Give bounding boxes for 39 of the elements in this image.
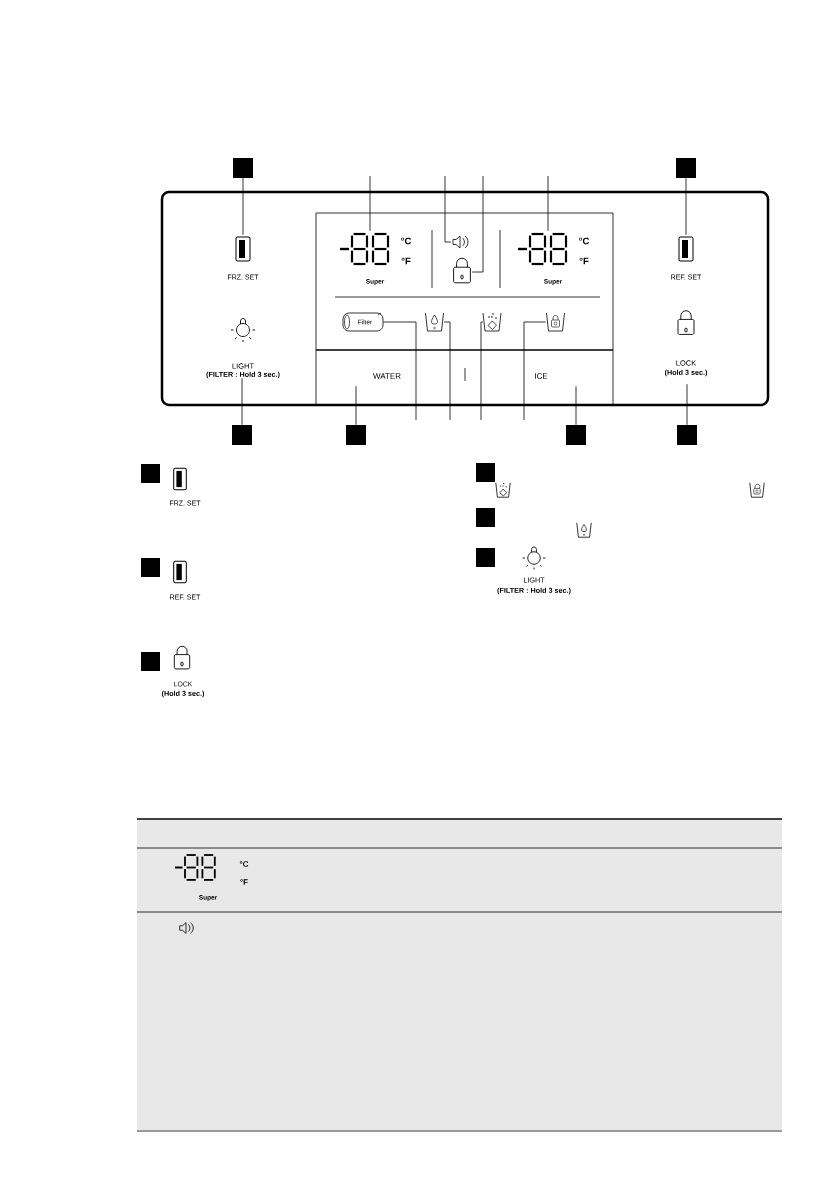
unit-label: °F xyxy=(240,879,248,885)
callout-square xyxy=(566,425,586,445)
callout-square xyxy=(141,558,160,577)
cup-icon xyxy=(425,312,444,332)
callout-square xyxy=(476,548,495,567)
leader-line xyxy=(443,321,451,421)
cup-icon xyxy=(482,312,502,332)
callout-square xyxy=(476,463,495,482)
callout-square xyxy=(233,158,253,178)
unit-label: °C xyxy=(239,861,249,867)
control-panel xyxy=(160,190,770,407)
connector xyxy=(685,177,687,236)
leader-line xyxy=(471,175,484,273)
callout-square xyxy=(141,652,160,671)
unit-label: °F xyxy=(401,257,411,265)
button-label: ICE xyxy=(535,373,548,379)
callout-square xyxy=(346,425,366,445)
leader-line xyxy=(523,321,547,421)
connector xyxy=(241,377,243,426)
leader-line xyxy=(547,175,549,232)
leader-line xyxy=(383,321,417,421)
connector xyxy=(355,385,357,426)
unit-label: °F xyxy=(579,257,589,265)
leader-line xyxy=(444,175,452,243)
callout-square xyxy=(232,425,252,445)
connector xyxy=(575,385,577,426)
button-label: WATER xyxy=(373,373,401,379)
leader-line xyxy=(369,175,371,232)
callout-square xyxy=(676,158,696,178)
leader-line xyxy=(480,321,484,421)
callout-square xyxy=(141,464,160,483)
unit-label: °C xyxy=(579,237,590,245)
callout-square xyxy=(677,425,697,445)
unit-label: °C xyxy=(401,237,412,245)
connector xyxy=(242,177,244,236)
connector xyxy=(686,383,688,426)
callout-square xyxy=(476,508,495,527)
speaker-icon xyxy=(452,235,469,249)
cup-icon xyxy=(546,312,565,332)
